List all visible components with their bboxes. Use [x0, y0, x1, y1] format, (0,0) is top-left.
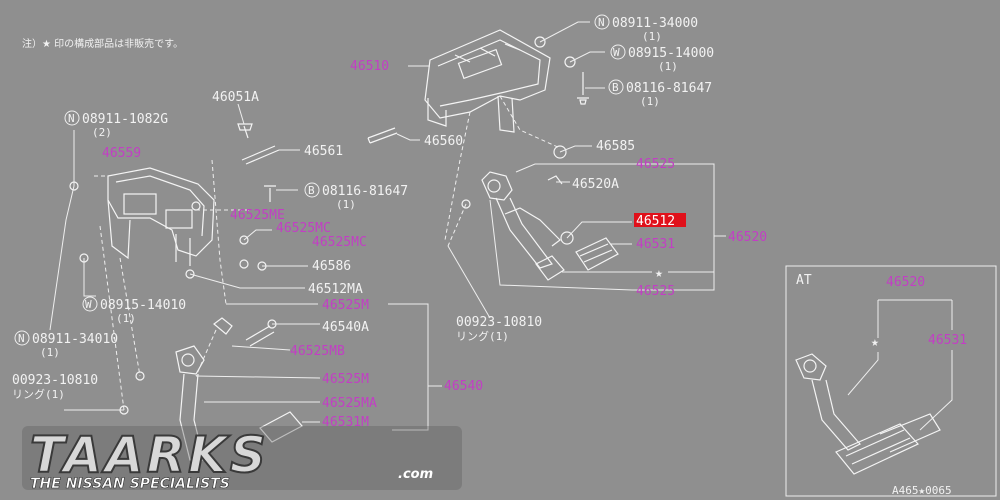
label-08915-14010: 08915-14010	[100, 298, 186, 313]
logo-tagline: THE NISSAN SPECIALISTS	[30, 476, 230, 492]
note-text: 注）★ 印の構成部品は非販売です。	[22, 37, 183, 50]
label-at-46531[interactable]: 46531	[928, 333, 967, 348]
leader-46051A	[237, 103, 245, 125]
leader-08911-34000	[539, 21, 590, 43]
label-46525-b[interactable]: 46525	[636, 284, 675, 299]
svg-text:B: B	[612, 81, 619, 94]
brake-bracket-drawing	[69, 123, 280, 279]
clutch-pedal-drawing	[461, 145, 619, 281]
svg-text:リング(1): リング(1)	[12, 387, 65, 401]
svg-text:(1): (1)	[40, 346, 60, 359]
at-inset-title: AT	[796, 273, 812, 288]
n-marker-icon	[14, 330, 30, 346]
w-marker-icon	[82, 296, 98, 312]
label-08116-81647-mid: 08116-81647	[322, 184, 408, 199]
n-marker-icon	[64, 110, 80, 126]
w-marker-icon	[610, 44, 626, 60]
label-08911-1082G: 08911-1082G	[82, 112, 168, 127]
label-46512-selected[interactable]: 46512	[636, 214, 675, 229]
label-46525-a[interactable]: 46525	[636, 157, 675, 172]
star-marker: ★	[655, 266, 663, 281]
label-08915-14000: 08915-14000	[628, 46, 714, 61]
label-46585: 46585	[596, 139, 635, 154]
svg-text:(1): (1)	[640, 95, 660, 108]
svg-text:W: W	[85, 298, 92, 311]
label-08911-34010: 08911-34010	[32, 332, 118, 347]
at-brake-pedal-drawing	[795, 353, 941, 475]
pedal-bracket-drawing	[367, 29, 589, 144]
label-46520A: 46520A	[572, 177, 619, 192]
brake-pedal-drawing	[119, 317, 303, 461]
label-00923-10810-left: 00923-10810	[12, 373, 98, 388]
label-46525MA[interactable]: 46525MA	[322, 396, 377, 411]
label-46510[interactable]: 46510	[350, 59, 389, 74]
at-star-marker: ★	[871, 335, 879, 350]
label-46525MC[interactable]: 46525MC	[276, 221, 331, 236]
label-46512MA: 46512MA	[308, 282, 363, 297]
at-inset-box	[785, 265, 997, 497]
svg-text:B: B	[308, 184, 315, 197]
b-marker-icon	[304, 182, 320, 198]
bracket-46540-group	[388, 303, 429, 431]
leader-00923-right	[447, 245, 491, 319]
leader-46585	[559, 145, 592, 153]
label-46520[interactable]: 46520	[728, 230, 767, 245]
svg-text:(2): (2)	[92, 126, 112, 139]
svg-text:リング(1): リング(1)	[456, 329, 509, 343]
label-46525ME[interactable]: 46525ME	[230, 208, 285, 223]
label-46525M-mid[interactable]: 46525M	[322, 372, 369, 387]
label-08116-81647-top: 08116-81647	[626, 81, 712, 96]
label-46525M-top[interactable]: 46525M	[322, 298, 369, 313]
taarks-logo[interactable]: TAARKS THE NISSAN SPECIALISTS .com	[22, 425, 462, 492]
svg-text:(1): (1)	[336, 198, 356, 211]
n-marker-icon	[594, 14, 610, 30]
label-46540A: 46540A	[322, 320, 369, 335]
svg-text:(1): (1)	[116, 312, 136, 325]
label-46051A: 46051A	[212, 90, 259, 105]
leader-46512MA	[189, 273, 305, 289]
label-46525MC-2[interactable]: 46525MC	[312, 235, 367, 250]
label-46525MB[interactable]: 46525MB	[290, 344, 345, 359]
leader-46560	[396, 133, 420, 141]
leader-46525MC	[243, 229, 272, 241]
label-08911-34000: 08911-34000	[612, 16, 698, 31]
label-46531[interactable]: 46531	[636, 237, 675, 252]
svg-text:W: W	[613, 46, 620, 59]
label-at-46520[interactable]: 46520	[886, 275, 925, 290]
svg-text:N: N	[18, 332, 25, 345]
label-46560: 46560	[424, 134, 463, 149]
selected-part-highlight	[634, 213, 686, 227]
svg-text:(1): (1)	[658, 60, 678, 73]
svg-text:(1): (1)	[642, 30, 662, 43]
label-46561: 46561	[304, 144, 343, 159]
leader-46512	[566, 221, 632, 239]
diagram-code: A465★0065	[892, 484, 952, 497]
b-marker-icon	[608, 79, 624, 95]
label-00923-10810-right: 00923-10810	[456, 315, 542, 330]
label-46559[interactable]: 46559	[102, 146, 141, 161]
logo-domain: .com	[398, 467, 433, 482]
leader-08915-14010	[83, 258, 96, 297]
svg-text:N: N	[68, 112, 75, 125]
logo-wordmark: TAARKS	[30, 426, 269, 484]
label-46540[interactable]: 46540	[444, 379, 483, 394]
svg-text:N: N	[598, 16, 605, 29]
bracket-46520-group	[515, 163, 715, 291]
leader-08911-34010	[49, 185, 75, 331]
label-46531M[interactable]: 46531M	[322, 415, 369, 430]
leader-08915-14000	[569, 51, 605, 63]
label-46586: 46586	[312, 259, 351, 274]
